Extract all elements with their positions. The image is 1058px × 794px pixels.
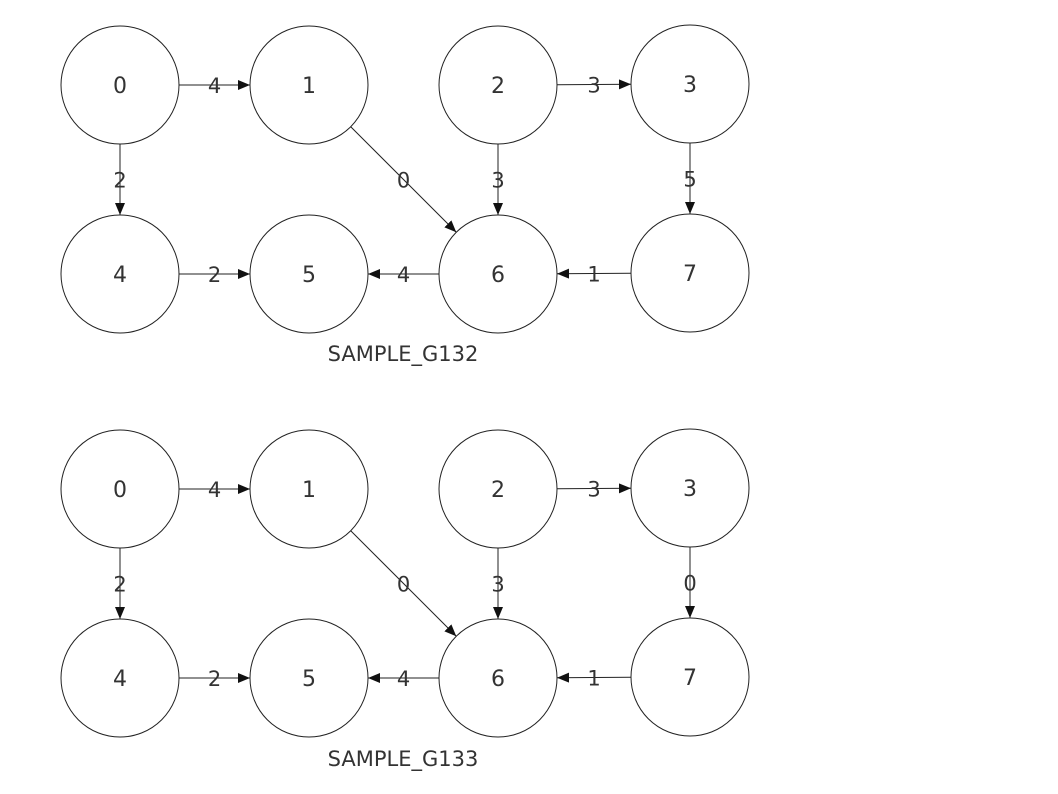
node-circle [438, 25, 558, 145]
node-label: 2 [491, 478, 505, 503]
node-circle [249, 429, 369, 549]
node-circle [438, 214, 558, 334]
node-3: 3 [630, 24, 750, 144]
edge-weight-label: 3 [491, 573, 504, 597]
graph-sample-g132: 4 2 0 3 3 5 2 4 1 0 1 2 3 4 5 6 7 SAMPLE_G132 [60, 24, 750, 367]
node-label: 4 [113, 667, 127, 692]
edge-weight-label: 2 [208, 263, 221, 287]
edge-weight-label: 1 [587, 667, 600, 691]
node-circle [249, 214, 369, 334]
edge-weight-label: 0 [683, 572, 696, 596]
graph-sample-g133: 4 2 0 3 3 0 2 4 1 0 1 2 3 4 5 6 7 SAMPLE_G133 [60, 428, 750, 772]
node-circle [249, 618, 369, 738]
edge-weight-label: 4 [397, 263, 410, 287]
node-label: 4 [113, 263, 127, 288]
edge-1-to-6 [350, 530, 457, 637]
node-label: 5 [302, 263, 316, 288]
node-label: 5 [302, 667, 316, 692]
edge-weight-label: 5 [683, 168, 696, 192]
node-7: 7 [630, 213, 750, 333]
node-circle [630, 24, 750, 144]
node-label: 0 [113, 478, 127, 503]
edge-weight-label: 2 [208, 667, 221, 691]
graph-title: SAMPLE_G132 [328, 342, 479, 367]
edge-weight-label: 2 [113, 169, 126, 193]
node-label: 2 [491, 74, 505, 99]
node-circle [630, 213, 750, 333]
node-1: 1 [249, 25, 369, 145]
node-0: 0 [60, 429, 180, 549]
node-label: 3 [683, 73, 697, 98]
edge-weight-label: 0 [397, 573, 410, 597]
node-0: 0 [60, 25, 180, 145]
node-circle [249, 25, 369, 145]
node-circle [60, 618, 180, 738]
node-circle [438, 618, 558, 738]
edge-weight-label: 4 [208, 478, 221, 502]
node-label: 7 [683, 666, 697, 691]
node-label: 1 [302, 74, 316, 99]
node-6: 6 [438, 214, 558, 334]
node-4: 4 [60, 214, 180, 334]
edge-1-to-6 [350, 126, 457, 233]
edge-weight-label: 4 [397, 667, 410, 691]
node-circle [60, 25, 180, 145]
edge-weight-label: 4 [208, 74, 221, 98]
node-label: 0 [113, 74, 127, 99]
node-circle [630, 428, 750, 548]
node-1: 1 [249, 429, 369, 549]
edge-weight-label: 2 [113, 573, 126, 597]
node-5: 5 [249, 214, 369, 334]
node-label: 6 [491, 263, 505, 288]
edge-weight-label: 3 [587, 74, 600, 98]
node-6: 6 [438, 618, 558, 738]
node-label: 6 [491, 667, 505, 692]
node-2: 2 [438, 429, 558, 549]
edge-weight-label: 0 [397, 169, 410, 193]
node-label: 7 [683, 262, 697, 287]
node-2: 2 [438, 25, 558, 145]
node-label: 1 [302, 478, 316, 503]
node-4: 4 [60, 618, 180, 738]
edge-weight-label: 1 [587, 263, 600, 287]
node-circle [60, 429, 180, 549]
node-circle [438, 429, 558, 549]
edge-weight-label: 3 [587, 478, 600, 502]
node-circle [630, 617, 750, 737]
node-3: 3 [630, 428, 750, 548]
node-7: 7 [630, 617, 750, 737]
node-label: 3 [683, 477, 697, 502]
edge-weight-label: 3 [491, 169, 504, 193]
node-5: 5 [249, 618, 369, 738]
node-circle [60, 214, 180, 334]
graph-title: SAMPLE_G133 [328, 747, 479, 772]
